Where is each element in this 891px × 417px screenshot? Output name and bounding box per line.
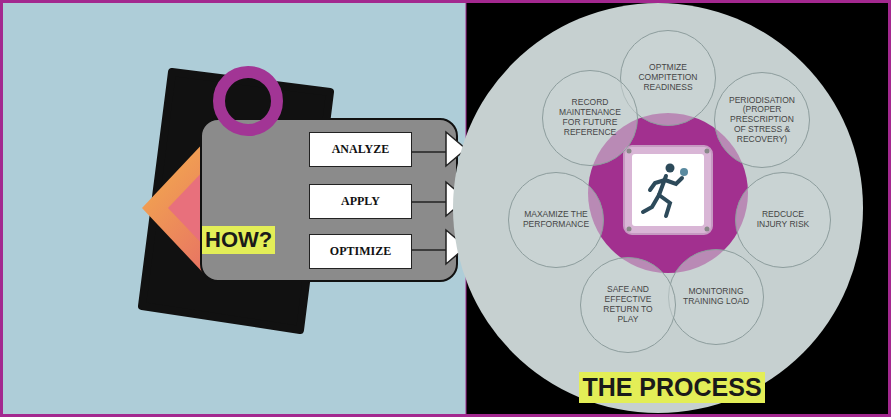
process-circle: THE PROCESS OPTMIZE COMPITETION READINESS… [453, 3, 863, 413]
goal-circle: REDCUCE INJURY RISK [735, 172, 831, 268]
step-box: APPLY [309, 184, 412, 219]
heading-label: HOW? [202, 226, 275, 254]
node-text: OPTMIZE COMPITETION READINESS [634, 63, 702, 92]
node-text: PERIODISATION (PROPER PRESCRIPTION OF ST… [728, 96, 796, 145]
node-text: SAFE AND EFFECTIVE RETURN TO PLAY [594, 285, 662, 324]
goal-circle: PERIODISATION (PROPER PRESCRIPTION OF ST… [714, 72, 810, 168]
step-box: OPTIMIZE [309, 234, 412, 269]
goal-circle: RECORD MAINTENANCE FOR FUTURE REFERENCE [542, 70, 638, 166]
heading-label: THE PROCESS [579, 372, 764, 403]
node-text: RECORD MAINTENANCE FOR FUTURE REFERENCE [556, 98, 624, 137]
goal-circle: MONITORING TRAINING LOAD [668, 249, 764, 345]
how-panel: HOW? ANALYZE APPLY OPTIMIZE [200, 118, 458, 282]
node-text: REDCUCE INJURY RISK [749, 210, 817, 230]
node-text: MONITORING TRAINING LOAD [682, 287, 750, 307]
node-text: ANALYZE [332, 142, 390, 157]
node-text: OPTIMIZE [330, 244, 391, 259]
goal-circle: SAFE AND EFFECTIVE RETURN TO PLAY [580, 257, 676, 353]
step-box: ANALYZE [309, 132, 412, 167]
goal-circle: MAXAMIZE THE PERFORMANCE [508, 172, 604, 268]
node-text: MAXAMIZE THE PERFORMANCE [522, 210, 590, 230]
node-text: APPLY [341, 194, 380, 209]
